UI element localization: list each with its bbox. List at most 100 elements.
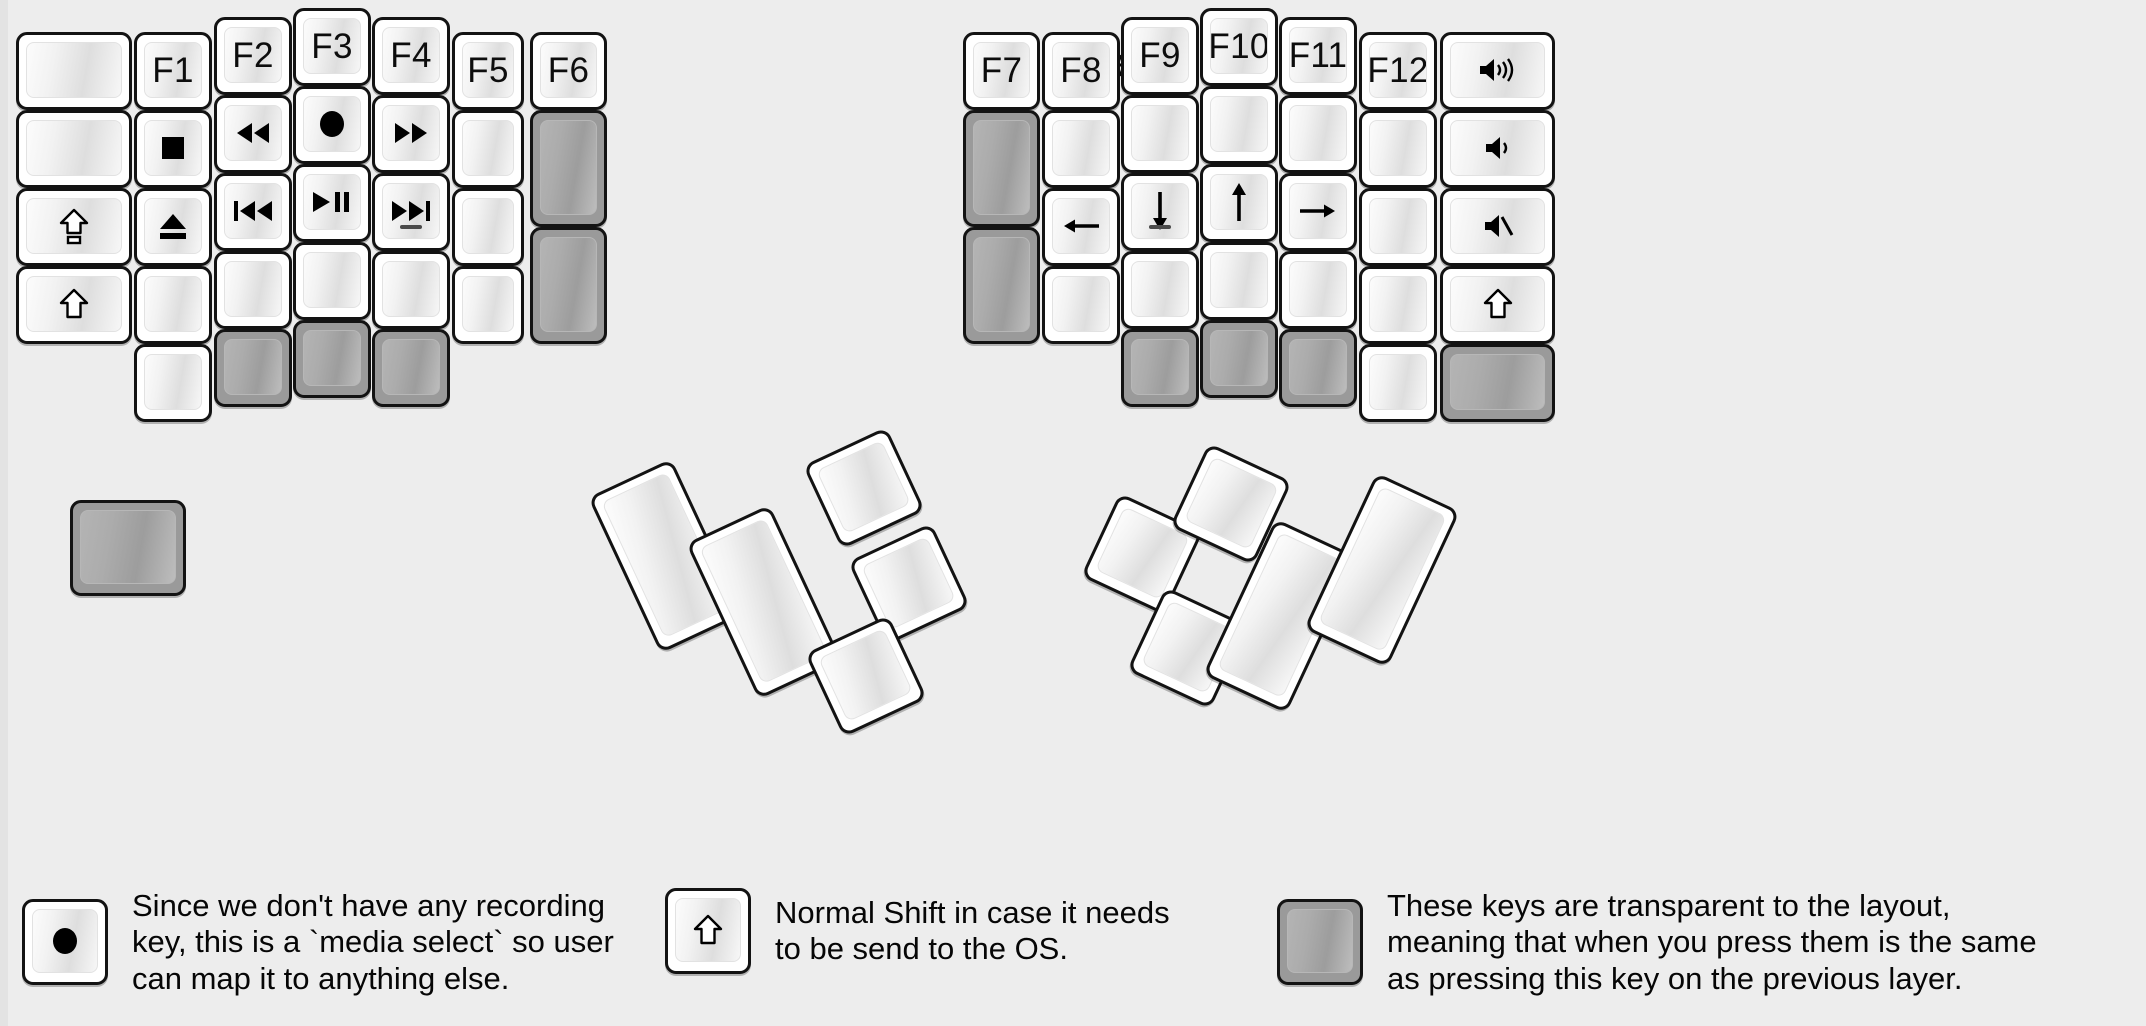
key-left-col-inner-r0[interactable]: F5 [452, 32, 524, 110]
key-right-col-index-r2[interactable] [1121, 173, 1199, 251]
key-right-col-ring-r2[interactable] [1279, 173, 1357, 251]
key-right-col-ring-r0[interactable]: F11 [1279, 17, 1357, 95]
key-left-col-ring-r4[interactable] [214, 329, 292, 407]
key-right-col-middle-r3[interactable] [1200, 242, 1278, 320]
arrow-up-icon [1226, 181, 1252, 223]
key-right-col-pinky-r4[interactable] [1359, 344, 1437, 422]
key-left-col-ring-r3[interactable] [214, 251, 292, 329]
key-left-col-pinky-outer-r3[interactable] [16, 266, 132, 344]
key-face [1289, 261, 1347, 317]
note-key-transparent[interactable] [1277, 899, 1363, 986]
key-left-col-middle-r0[interactable]: F3 [293, 8, 371, 86]
key-face [382, 339, 440, 395]
key-left-col-pinky-r4[interactable] [134, 344, 212, 422]
key-left-col-pinky-outer-r0[interactable] [16, 32, 132, 110]
key-face: F12 [1369, 42, 1427, 98]
key-left-col-innermost-r2[interactable] [530, 227, 607, 344]
key-face [462, 198, 514, 254]
key-left-col-pinky-r1[interactable] [134, 110, 212, 188]
key-right-col-innermost-r0[interactable]: F7 [963, 32, 1040, 110]
key-left-col-index-r3[interactable] [372, 251, 450, 329]
key-left-col-middle-r4[interactable] [293, 320, 371, 398]
key-legend: F7 [980, 50, 1023, 90]
key-left-col-innermost-r1[interactable] [530, 110, 607, 227]
key-left-col-pinky-r3[interactable] [134, 266, 212, 344]
key-face [462, 120, 514, 176]
key-legend: F4 [390, 35, 432, 75]
key-face [1052, 276, 1110, 332]
key-right-col-pinky-r2[interactable] [1359, 188, 1437, 266]
arrow-right-icon [1298, 198, 1338, 224]
key-left-col-pinky-r2[interactable] [134, 188, 212, 266]
key-left-col-inner-r1[interactable] [452, 110, 524, 188]
key-left-col-index-r1[interactable] [372, 95, 450, 173]
key-left-col-inner-r3[interactable] [452, 266, 524, 344]
key-right-col-pinky-outer-r0[interactable] [1440, 32, 1555, 110]
media-fastforward-icon [391, 120, 431, 146]
key-face [861, 536, 956, 631]
key-face: F10 [1210, 18, 1268, 74]
key-face [303, 174, 361, 230]
key-left-col-innermost-r0[interactable]: F6 [530, 32, 607, 110]
key-right-col-index-r0[interactable]: F9 [1121, 17, 1199, 95]
key-left-bottom-transparent[interactable] [70, 500, 186, 596]
key-right-col-pinky-outer-r1[interactable] [1440, 110, 1555, 188]
key-left-thumb-small-1[interactable] [802, 426, 926, 550]
key-face [1289, 339, 1347, 395]
key-right-col-innermost-r1[interactable] [963, 110, 1040, 227]
key-left-col-pinky-outer-r1[interactable] [16, 110, 132, 188]
key-face [1450, 354, 1545, 410]
key-left-col-ring-r1[interactable] [214, 95, 292, 173]
key-right-col-inner-r1[interactable] [1042, 110, 1120, 188]
key-left-col-pinky-r0[interactable]: F1 [134, 32, 212, 110]
key-left-col-middle-r2[interactable] [293, 164, 371, 242]
key-right-col-index-r4[interactable] [1121, 329, 1199, 407]
key-right-col-inner-r3[interactable] [1042, 266, 1120, 344]
key-face [540, 237, 597, 332]
key-left-col-ring-r2[interactable] [214, 173, 292, 251]
key-right-col-pinky-outer-r3[interactable] [1440, 266, 1555, 344]
key-face [1369, 354, 1427, 410]
key-right-col-index-r3[interactable] [1121, 251, 1199, 329]
key-right-col-ring-r1[interactable] [1279, 95, 1357, 173]
key-left-col-pinky-outer-r2[interactable] [16, 188, 132, 266]
key-right-col-inner-r2[interactable] [1042, 188, 1120, 266]
key-right-col-inner-r0[interactable]: F8 [1042, 32, 1120, 110]
key-face [1210, 330, 1268, 386]
key-left-col-index-r4[interactable] [372, 329, 450, 407]
key-face: F2 [224, 27, 282, 83]
note-key-media-select[interactable] [22, 899, 108, 986]
key-face [1052, 198, 1110, 254]
media-record-icon [315, 107, 349, 141]
key-right-col-pinky-r0[interactable]: F12 [1359, 32, 1437, 110]
key-left-col-index-r2[interactable] [372, 173, 450, 251]
key-right-col-middle-r4[interactable] [1200, 320, 1278, 398]
key-left-col-ring-r0[interactable]: F2 [214, 17, 292, 95]
key-right-col-middle-r1[interactable] [1200, 86, 1278, 164]
note-key-shift[interactable] [665, 888, 751, 974]
key-right-col-pinky-outer-r4[interactable] [1440, 344, 1555, 422]
key-left-col-inner-r2[interactable] [452, 188, 524, 266]
key-face: F8 [1052, 42, 1110, 98]
key-face [1369, 276, 1427, 332]
key-left-col-index-r0[interactable]: F4 [372, 17, 450, 95]
key-face [1289, 183, 1347, 239]
key-left-col-middle-r3[interactable] [293, 242, 371, 320]
key-legend: F10 [1210, 26, 1268, 66]
key-right-col-pinky-r3[interactable] [1359, 266, 1437, 344]
key-right-col-middle-r0[interactable]: F10 [1200, 8, 1278, 86]
media-play-pause-icon [310, 189, 354, 215]
key-right-col-index-r1[interactable] [1121, 95, 1199, 173]
key-right-col-pinky-r1[interactable] [1359, 110, 1437, 188]
key-right-col-pinky-outer-r2[interactable] [1440, 188, 1555, 266]
key-right-col-ring-r3[interactable] [1279, 251, 1357, 329]
key-face [1450, 198, 1545, 254]
key-right-col-ring-r4[interactable] [1279, 329, 1357, 407]
key-face [224, 339, 282, 395]
note-media-select-text: Since we don't have any recording key, t… [132, 888, 614, 996]
key-legend: F2 [232, 35, 274, 75]
key-left-col-middle-r1[interactable] [293, 86, 371, 164]
key-face: F9 [1131, 27, 1189, 83]
key-right-col-innermost-r2[interactable] [963, 227, 1040, 344]
key-right-col-middle-r2[interactable] [1200, 164, 1278, 242]
